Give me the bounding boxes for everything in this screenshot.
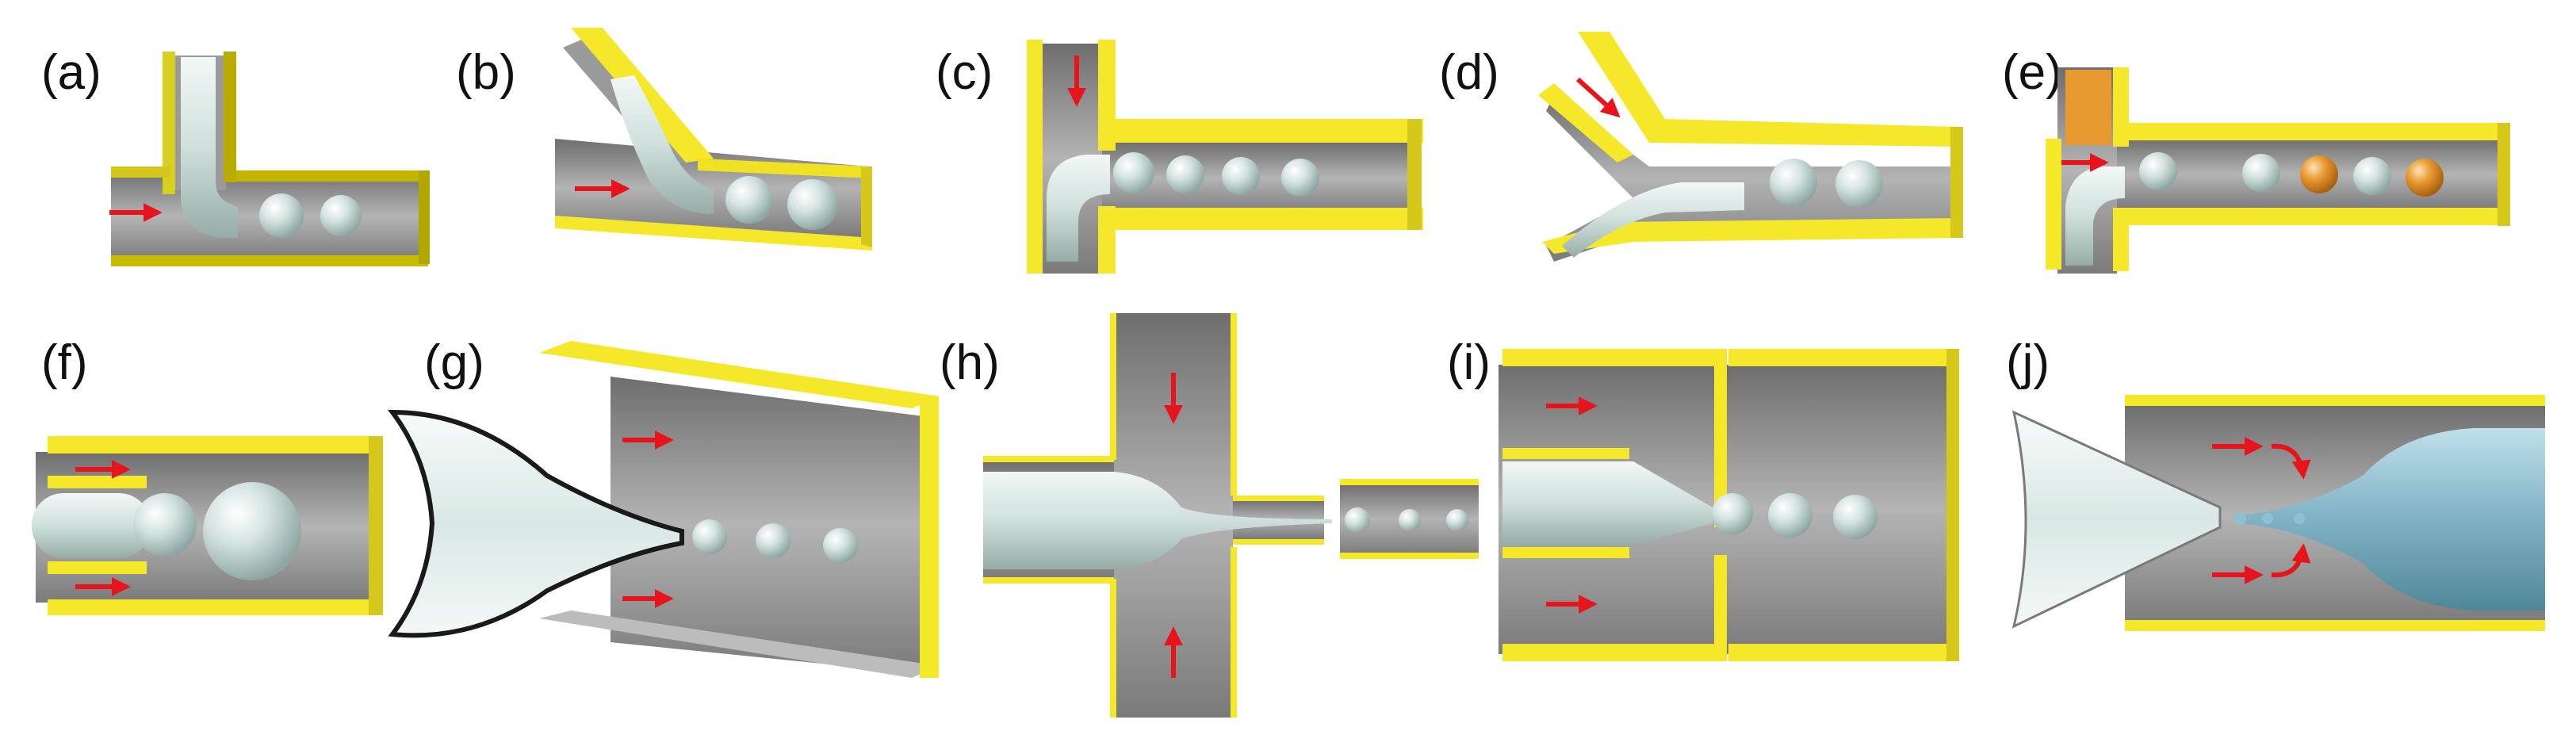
tapered-nozzle (388, 409, 684, 638)
dispersed-phase-stream (181, 57, 238, 238)
droplet (823, 528, 858, 563)
dispersed-phase-stream (1047, 155, 1110, 262)
panel-label-d: (d) (1439, 45, 1499, 100)
droplet (1281, 159, 1319, 197)
droplet (133, 493, 197, 557)
curved-flow-arrow (2271, 543, 2311, 578)
panel-h: (h) (940, 313, 1479, 718)
panel-d: (d) (1439, 32, 1963, 262)
droplet (1113, 152, 1154, 193)
inner-capillary (1502, 461, 1713, 545)
orange-phase-inlet (2065, 70, 2111, 145)
droplet (2353, 157, 2391, 195)
droplet-orange (2300, 155, 2338, 193)
flow-arrow (1575, 77, 1621, 118)
panel-label-g: (g) (424, 335, 484, 390)
panel-label-c: (c) (936, 45, 993, 100)
panel-label-h: (h) (940, 335, 1000, 390)
curved-flow-arrow (2271, 443, 2311, 480)
droplet (320, 195, 362, 236)
panel-g: (g) (388, 335, 940, 678)
droplet (1222, 157, 1260, 195)
droplet (1833, 495, 1877, 539)
droplet (2139, 152, 2177, 190)
droplet (1399, 509, 1421, 531)
panel-f: (f) (32, 335, 383, 615)
blue-fluid (2236, 428, 2545, 610)
droplet (1770, 159, 1817, 206)
droplet (2233, 512, 2246, 525)
droplet (787, 179, 838, 230)
panel-label-f: (f) (41, 335, 88, 390)
droplet (2294, 513, 2305, 524)
droplet (692, 519, 727, 554)
panel-label-b: (b) (456, 45, 516, 100)
panel-b: (b) (456, 28, 872, 251)
dispersed-phase-stream (2065, 166, 2125, 266)
droplet (2242, 154, 2280, 192)
droplet-orange (2406, 159, 2444, 197)
droplet (1166, 155, 1204, 193)
droplet (725, 176, 773, 224)
panel-label-e: (e) (2002, 45, 2062, 100)
dispersed-phase-stream (983, 472, 1332, 569)
droplet (259, 193, 304, 238)
panel-e: (e) (2002, 45, 2510, 274)
droplet (2262, 513, 2273, 524)
droplet (1345, 507, 1370, 533)
panel-c: (c) (936, 40, 1423, 274)
droplet (1446, 509, 1468, 531)
panel-label-i: (i) (1447, 335, 1491, 390)
panel-label-a: (a) (41, 45, 101, 100)
panel-label-j: (j) (2006, 335, 2050, 390)
y-junction-channel (1538, 32, 1963, 262)
inner-capillary (32, 493, 151, 558)
droplet (1835, 160, 1883, 208)
dispersed-phase-stream (1562, 182, 1744, 258)
tapered-nozzle (2011, 410, 2222, 629)
panel-a: (a) (41, 45, 430, 266)
droplet (1712, 493, 1753, 534)
droplet (756, 523, 790, 558)
panel-i: (i) (1447, 335, 1959, 661)
droplet (203, 482, 301, 580)
dispersed-phase-stream (611, 75, 714, 214)
panel-j: (j) (2006, 335, 2545, 631)
droplet (1768, 493, 1812, 538)
